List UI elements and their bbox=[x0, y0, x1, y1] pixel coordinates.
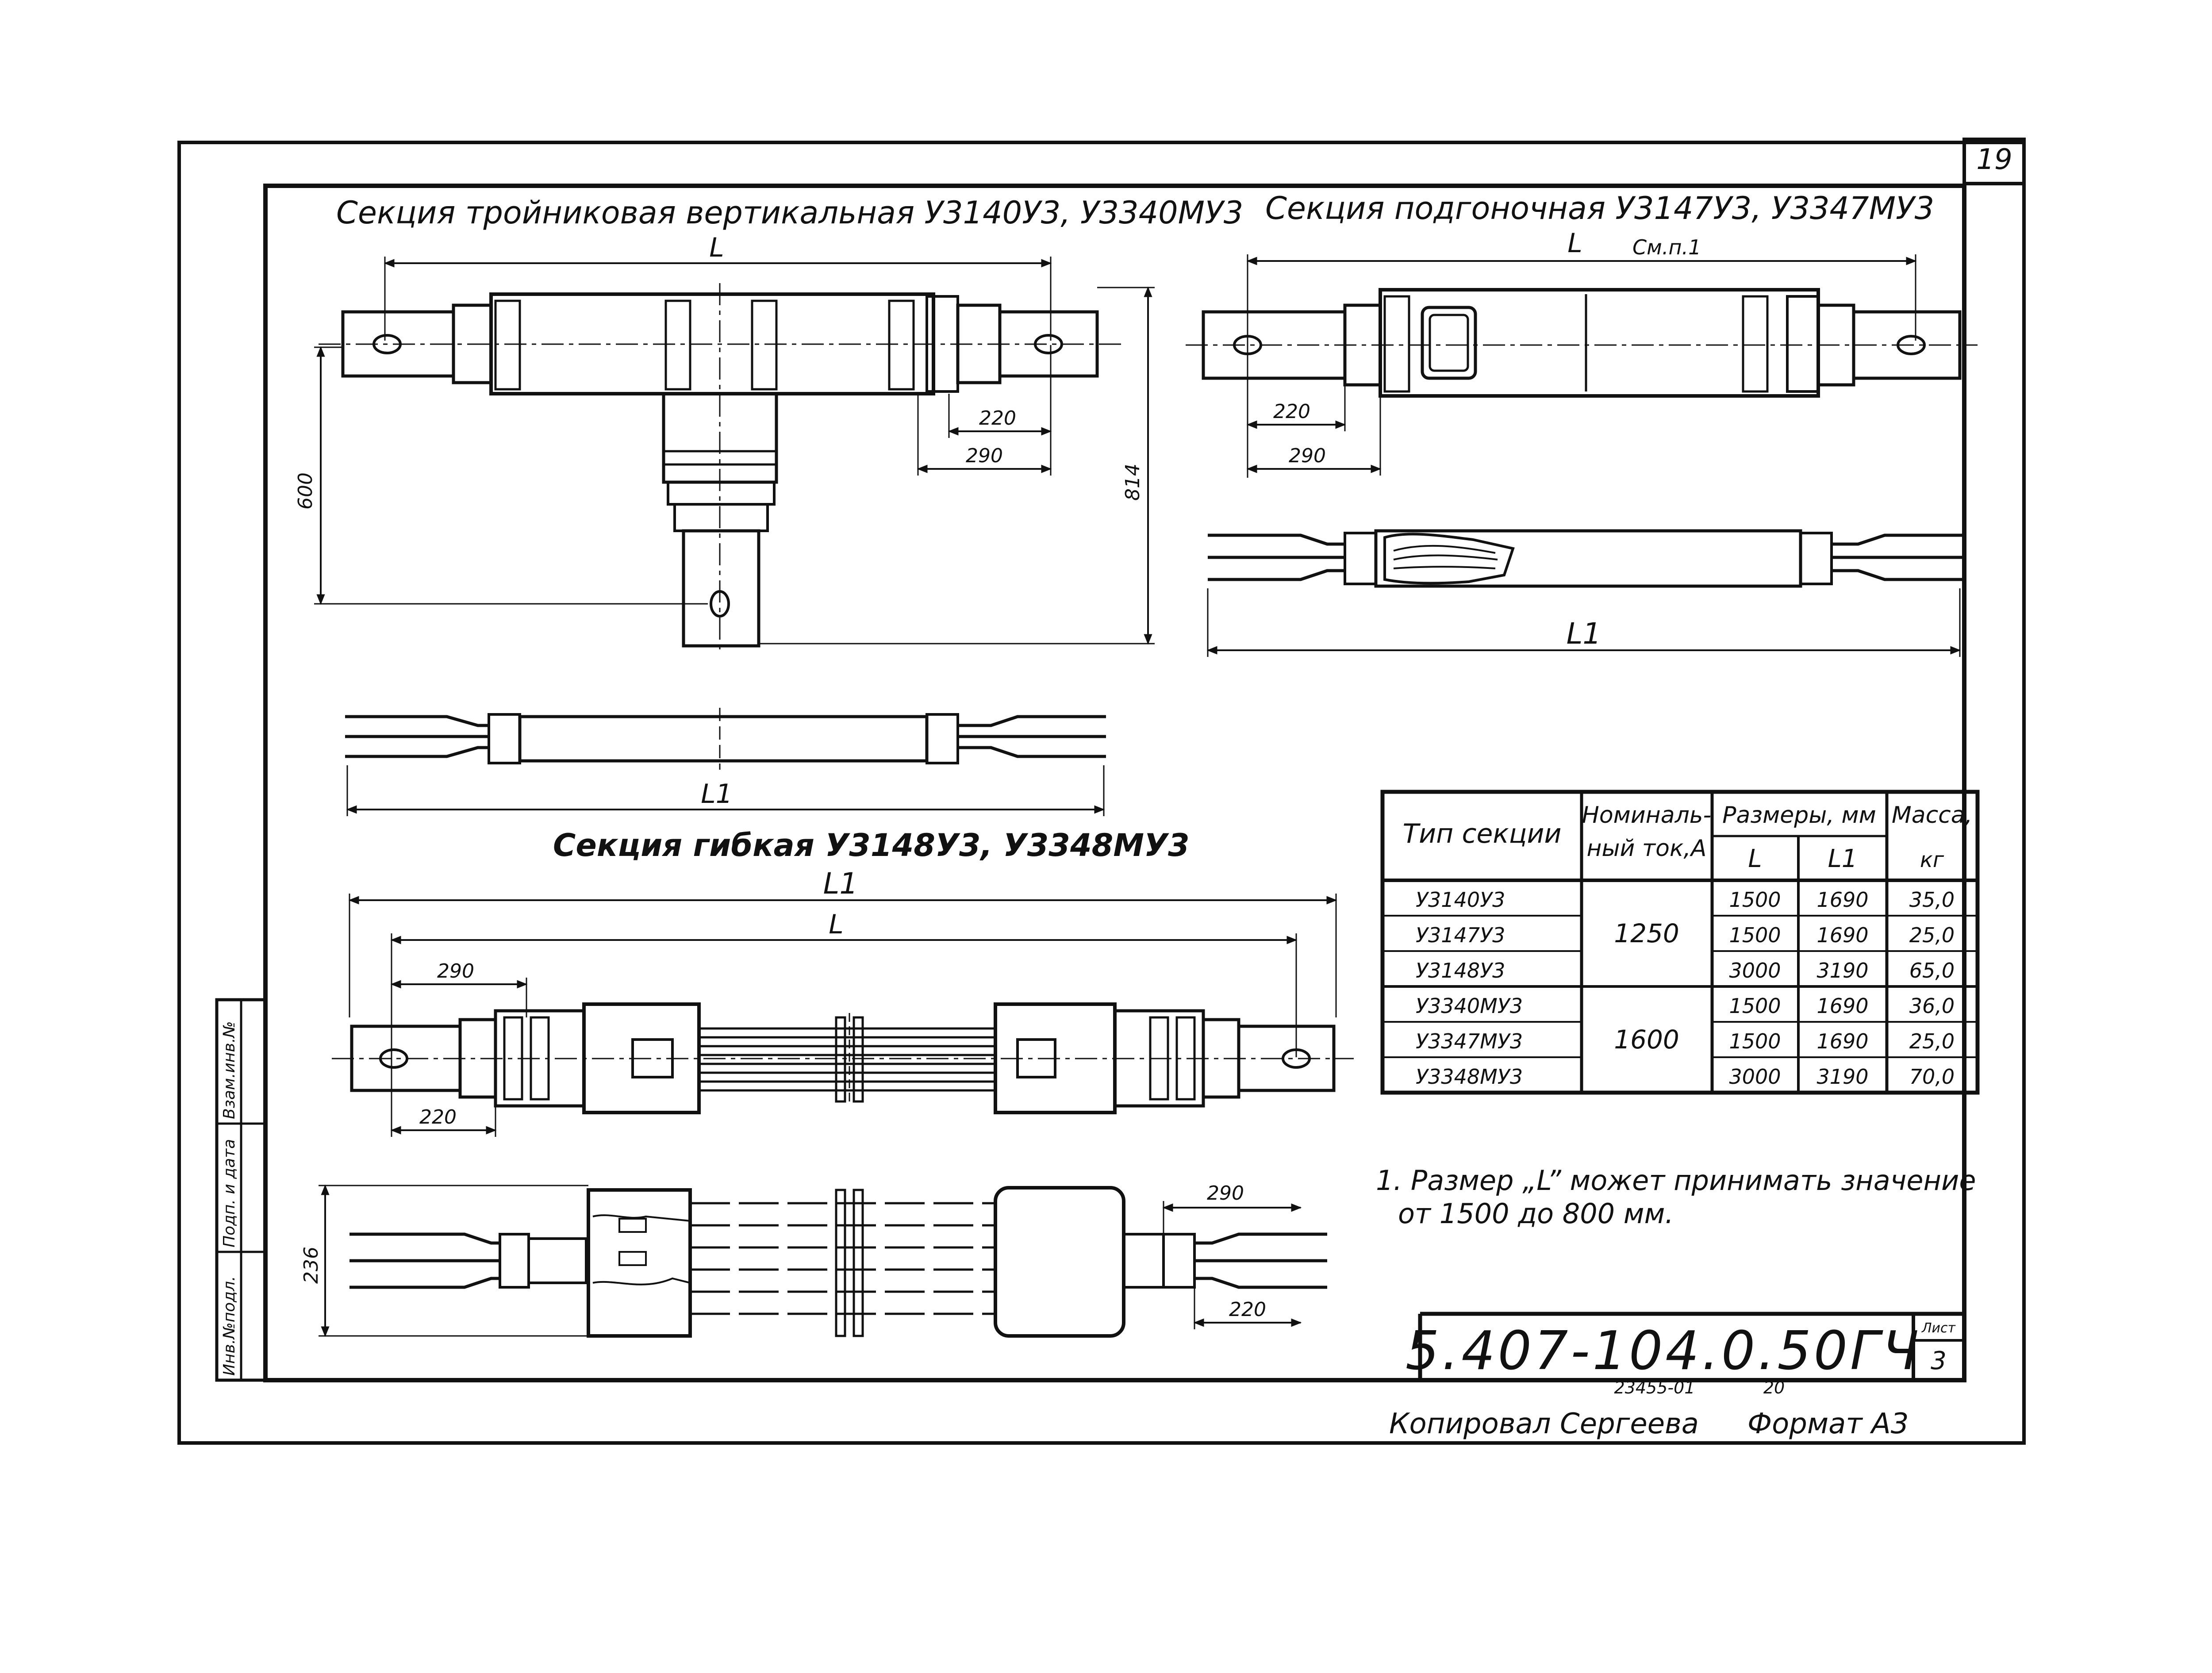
sheet-label: Лист bbox=[1921, 1320, 1956, 1336]
side-label-replace: Взам.инв.№ bbox=[220, 1021, 238, 1119]
adjust-dim-L: L bbox=[1567, 228, 1582, 259]
sheet-number: 3 bbox=[1931, 1347, 1947, 1375]
tee-section-plan bbox=[319, 283, 1124, 655]
table-cell-type: У3347МУ3 bbox=[1416, 1029, 1523, 1053]
flex-title: Секция гибкая У3148У3, У3348МУ3 bbox=[553, 827, 1190, 863]
tee-section-side bbox=[345, 708, 1106, 816]
table-cell-type: У3148У3 bbox=[1416, 959, 1505, 982]
table-header-current-1: Номиналь- bbox=[1582, 802, 1711, 829]
table-cell-L: 1500 bbox=[1729, 923, 1781, 947]
side-label-signature: Подп. и дата bbox=[220, 1139, 238, 1247]
table-cell-mass: 35,0 bbox=[1909, 888, 1955, 912]
note-line-2: от 1500 до 800 мм. bbox=[1398, 1197, 1674, 1230]
table-current-1250: 1250 bbox=[1614, 918, 1679, 948]
table-current-1600: 1600 bbox=[1614, 1025, 1679, 1055]
table-cell-L: 1500 bbox=[1729, 888, 1781, 912]
tee-dimensions bbox=[314, 257, 1155, 645]
tee-dim-290: 290 bbox=[966, 445, 1003, 467]
sheet-frame bbox=[177, 138, 2026, 1445]
table-row: У3148У3 3000 3190 65,0 bbox=[1416, 959, 1955, 982]
table-cell-mass: 65,0 bbox=[1909, 959, 1955, 982]
table-header-mass-2: кг bbox=[1920, 848, 1944, 872]
spec-table bbox=[1380, 790, 1980, 1095]
inventory-number: 23455-01 bbox=[1614, 1378, 1695, 1397]
table-header-sizes: Размеры, мм bbox=[1722, 802, 1876, 829]
table-cell-L1: 1690 bbox=[1816, 923, 1868, 947]
table-cell-mass: 36,0 bbox=[1909, 994, 1955, 1018]
table-header-L: L bbox=[1748, 844, 1762, 873]
flex-dim-220-bottom: 220 bbox=[1229, 1298, 1266, 1321]
table-row: У3348МУ3 3000 3190 70,0 bbox=[1416, 1065, 1955, 1089]
table-row: У3140У3 1500 1690 35,0 bbox=[1416, 888, 1955, 912]
flex-dim-L1: L1 bbox=[823, 867, 858, 901]
adjust-section-plan bbox=[1186, 288, 1978, 398]
flex-dim-290-bottom: 290 bbox=[1207, 1182, 1244, 1205]
flex-section-plan bbox=[332, 894, 1354, 1137]
table-cell-L: 3000 bbox=[1729, 1065, 1781, 1089]
table-cell-L1: 1690 bbox=[1816, 888, 1868, 912]
tee-dim-L: L bbox=[709, 232, 724, 263]
table-cell-mass: 25,0 bbox=[1909, 923, 1955, 947]
tee-dim-L1: L1 bbox=[701, 779, 733, 810]
adjust-title: Секция подгоночная У3147У3, У3347МУ3 bbox=[1265, 190, 1934, 226]
table-header-current-2: ный ток,А bbox=[1587, 835, 1707, 862]
adjust-dim-220: 220 bbox=[1273, 400, 1310, 423]
table-row: У3147У3 1500 1690 25,0 bbox=[1416, 923, 1955, 947]
page-number: 19 bbox=[1976, 143, 2012, 176]
table-cell-L1: 1690 bbox=[1816, 994, 1868, 1018]
table-header-type: Тип секции bbox=[1403, 818, 1562, 849]
adjust-section-side bbox=[1206, 529, 1964, 657]
flex-dim-220-top: 220 bbox=[419, 1106, 457, 1128]
tee-dim-600: 600 bbox=[294, 472, 317, 510]
adjust-note-ref: См.п.1 bbox=[1632, 235, 1701, 259]
adjust-dimensions bbox=[1246, 254, 1917, 478]
flex-dim-L: L bbox=[829, 909, 843, 940]
flex-section-side bbox=[319, 1184, 1327, 1338]
table-row: У3340МУ3 1500 1690 36,0 bbox=[1416, 994, 1955, 1018]
table-cell-type: У3140У3 bbox=[1416, 888, 1505, 912]
table-cell-L1: 3190 bbox=[1816, 959, 1868, 982]
table-cell-L: 1500 bbox=[1729, 994, 1781, 1018]
adjust-dim-290: 290 bbox=[1289, 445, 1326, 467]
tee-dim-220: 220 bbox=[979, 407, 1016, 430]
table-cell-L: 1500 bbox=[1729, 1029, 1781, 1053]
table-cell-mass: 70,0 bbox=[1909, 1065, 1955, 1089]
table-header-mass-1: Масса, bbox=[1892, 802, 1972, 829]
copied-by: Копировал Сергеева bbox=[1389, 1408, 1699, 1440]
table-header-L1: L1 bbox=[1828, 844, 1858, 873]
side-label-inventory: Инв.№подл. bbox=[220, 1276, 238, 1376]
flex-dim-290-top: 290 bbox=[437, 960, 474, 982]
sub-number: 20 bbox=[1763, 1378, 1785, 1397]
format-label: Формат А3 bbox=[1747, 1408, 1909, 1440]
document-code: 5.407-104.0.50ГЧ bbox=[1406, 1320, 1921, 1382]
table-cell-type: У3340МУ3 bbox=[1416, 994, 1523, 1018]
table-cell-L1: 3190 bbox=[1816, 1065, 1868, 1089]
tee-dim-814: 814 bbox=[1121, 464, 1144, 501]
table-cell-L1: 1690 bbox=[1816, 1029, 1868, 1053]
tee-title: Секция тройниковая вертикальная У3140У3,… bbox=[336, 195, 1243, 231]
table-cell-type: У3348МУ3 bbox=[1416, 1065, 1523, 1089]
flex-dim-236: 236 bbox=[300, 1247, 323, 1284]
table-cell-mass: 25,0 bbox=[1909, 1029, 1955, 1053]
adjust-dim-L1: L1 bbox=[1567, 617, 1601, 651]
table-cell-L: 3000 bbox=[1729, 959, 1781, 982]
note-line-1: 1. Размер „L” может принимать значение bbox=[1376, 1164, 1976, 1197]
table-cell-type: У3147У3 bbox=[1416, 923, 1505, 947]
table-row: У3347МУ3 1500 1690 25,0 bbox=[1416, 1029, 1955, 1053]
